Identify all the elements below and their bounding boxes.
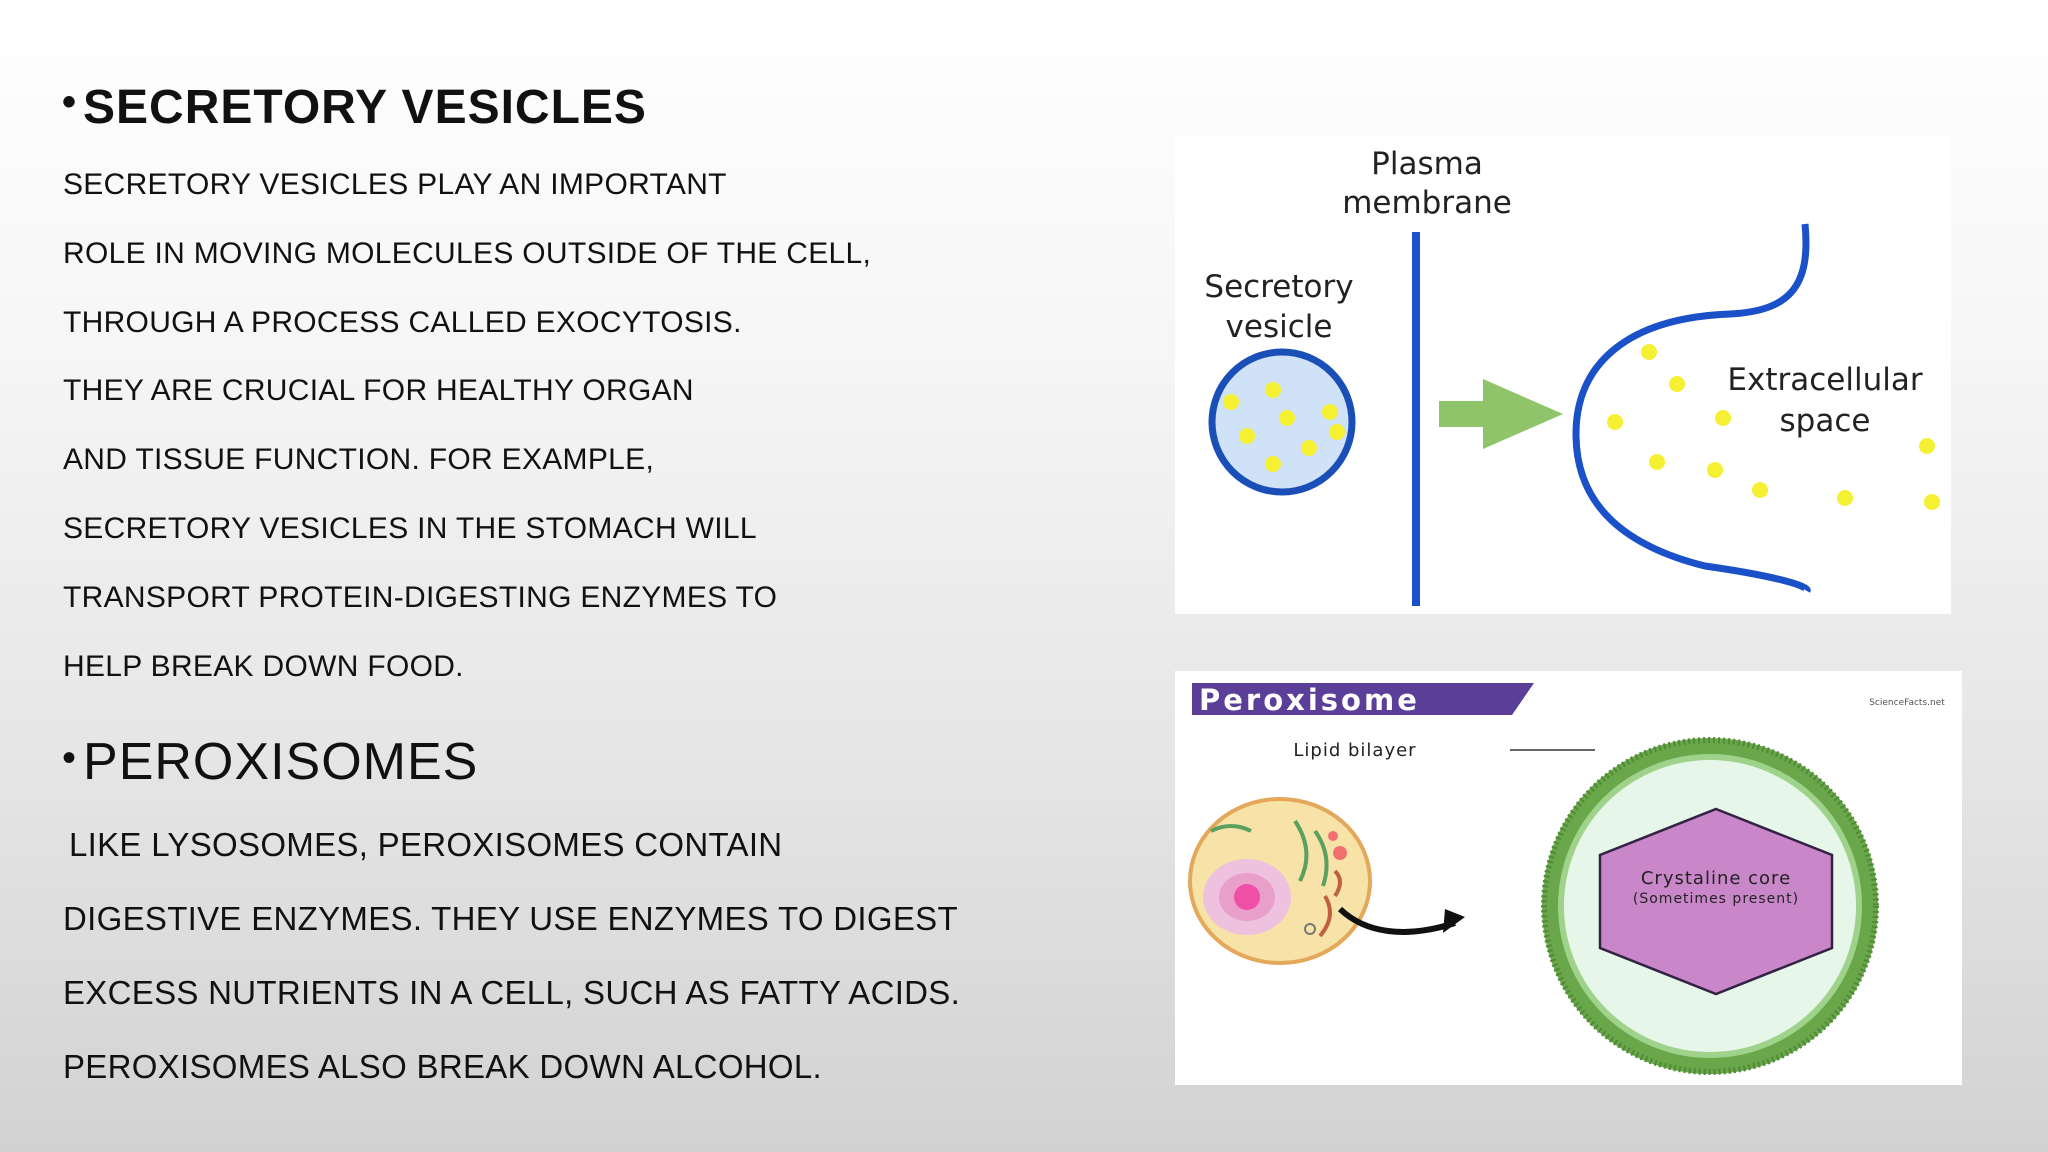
secretory-vesicle-label-line1: Secretory bbox=[1204, 269, 1353, 305]
paragraph-line: SECRETORY VESICLES PLAY AN IMPORTANT bbox=[63, 168, 727, 201]
paragraph-line: THROUGH A PROCESS CALLED EXOCYTOSIS. bbox=[63, 306, 742, 339]
crystaline-core-hexagon bbox=[1598, 807, 1834, 996]
paragraph-line: DIGESTIVE ENZYMES. THEY USE ENZYMES TO D… bbox=[63, 900, 958, 937]
peroxisome-diagram: Peroxisome ScienceFacts.net Lipid bilaye… bbox=[1175, 671, 1962, 1085]
core-label-line2: (Sometimes present) bbox=[1633, 891, 1799, 907]
paragraph-line: TRANSPORT PROTEIN-DIGESTING ENZYMES TO bbox=[63, 581, 778, 614]
extracellular-space-label-line1: Extracellular bbox=[1727, 362, 1922, 398]
paragraph-line: ROLE IN MOVING MOLECULES OUTSIDE OF THE … bbox=[63, 237, 872, 270]
paragraph-line: HELP BREAK DOWN FOOD. bbox=[63, 650, 464, 683]
secretory-vesicle-label-line2: vesicle bbox=[1226, 309, 1333, 345]
paragraph-line: AND TISSUE FUNCTION. FOR EXAMPLE, bbox=[63, 443, 655, 476]
plasma-membrane-label-line1: Plasma bbox=[1371, 146, 1483, 182]
core-label-line1: Crystaline core bbox=[1641, 868, 1791, 889]
extracellular-space-label-line2: space bbox=[1780, 403, 1871, 439]
zoom-arrow-head bbox=[1443, 909, 1465, 933]
heading-peroxisomes: •PEROXISOMES bbox=[62, 736, 478, 788]
vesicle-particles bbox=[1223, 382, 1345, 472]
peroxisome-title: Peroxisome bbox=[1199, 683, 1420, 717]
zoom-arrow-icon bbox=[1337, 906, 1456, 935]
paragraph-line: EXCESS NUTRIENTS IN A CELL, SUCH AS FATT… bbox=[63, 974, 961, 1011]
lipid-bilayer-label: Lipid bilayer bbox=[1293, 740, 1416, 761]
peroxisome-title-bar bbox=[1192, 683, 1534, 715]
cell-illustration bbox=[1188, 797, 1372, 965]
direction-arrow-icon bbox=[1439, 379, 1563, 449]
paragraph-line: PEROXISOMES ALSO BREAK DOWN ALCOHOL. bbox=[63, 1048, 823, 1085]
bullet: • bbox=[62, 80, 78, 124]
paragraph-line: SECRETORY VESICLES IN THE STOMACH WILL bbox=[63, 512, 757, 545]
heading-text: SECRETORY VESICLES bbox=[83, 81, 647, 134]
fused-membrane-curve bbox=[1572, 223, 1811, 594]
heading-text: PEROXISOMES bbox=[83, 733, 479, 791]
paragraph-line: LIKE LYSOSOMES, PEROXISOMES CONTAIN bbox=[69, 826, 783, 863]
peroxisome-bilayer-heads bbox=[1541, 737, 1879, 1075]
bullet: • bbox=[62, 736, 78, 780]
released-particles bbox=[1607, 344, 1940, 510]
credit-text: ScienceFacts.net bbox=[1869, 698, 1945, 708]
exocytosis-diagram: Plasma membrane Secretory vesicle Extrac… bbox=[1175, 136, 1951, 614]
plasma-membrane-label-line2: membrane bbox=[1342, 185, 1512, 221]
heading-secretory-vesicles: •SECRETORY VESICLES bbox=[62, 82, 647, 132]
paragraph-line: THEY ARE CRUCIAL FOR HEALTHY ORGAN bbox=[63, 374, 694, 407]
